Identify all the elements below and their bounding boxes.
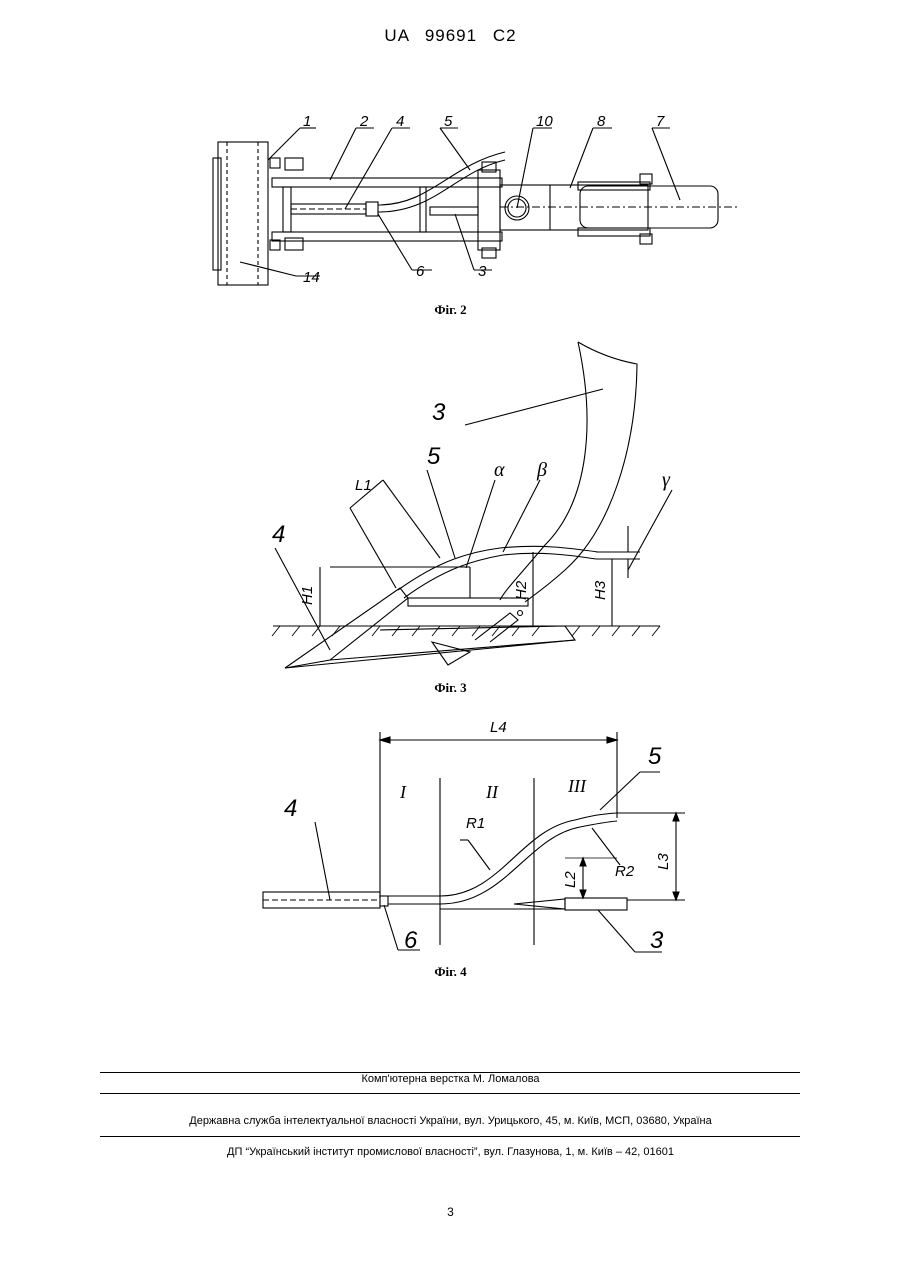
figure-2-caption: Фіг. 2 bbox=[0, 302, 901, 318]
fig2-label-10: 10 bbox=[536, 113, 553, 130]
footer-layout-credit: Комп'ютерна верстка М. Ломалова bbox=[0, 1073, 901, 1085]
fig2-label-2: 2 bbox=[359, 113, 369, 130]
fig4-label-R2: R2 bbox=[615, 863, 635, 880]
fig4-label-6: 6 bbox=[404, 927, 418, 954]
fig2-label-7: 7 bbox=[656, 113, 665, 130]
fig3-label-3: 3 bbox=[432, 399, 446, 426]
fig3-label-gamma: γ bbox=[662, 469, 671, 491]
fig3-label-H1: H1 bbox=[299, 586, 316, 605]
fig3-label-5: 5 bbox=[427, 443, 441, 470]
fig2-label-8: 8 bbox=[597, 113, 606, 130]
fig4-label-zone-III: III bbox=[567, 776, 587, 796]
footer-rule-middle bbox=[100, 1093, 800, 1094]
fig3-label-L1: L1 bbox=[355, 477, 372, 494]
fig4-label-3: 3 bbox=[650, 927, 664, 954]
fig2-label-1: 1 bbox=[303, 113, 311, 130]
figure-3-caption: Фіг. 3 bbox=[0, 680, 901, 696]
fig3-label-alpha: α bbox=[494, 459, 505, 481]
fig4-label-zone-I: I bbox=[399, 782, 407, 802]
footer-institute: ДП “Український інститут промислової вла… bbox=[0, 1146, 901, 1158]
fig2-label-5: 5 bbox=[444, 113, 453, 130]
fig2-label-14: 14 bbox=[303, 269, 320, 286]
fig4-label-zone-II: II bbox=[485, 782, 499, 802]
fig2-label-6: 6 bbox=[416, 263, 425, 280]
fig3-label-4: 4 bbox=[272, 521, 285, 548]
fig3-label-H2: H2 bbox=[513, 580, 530, 600]
fig4-label-L4: L4 bbox=[490, 719, 507, 736]
fig4-label-L3: L3 bbox=[655, 853, 672, 870]
fig3-label-H3: H3 bbox=[592, 580, 609, 600]
footer-rule-bottom bbox=[100, 1136, 800, 1137]
fig4-label-L2: L2 bbox=[562, 871, 579, 888]
figure-4-caption: Фіг. 4 bbox=[0, 964, 901, 980]
page-number: 3 bbox=[0, 1205, 901, 1219]
fig2-label-4: 4 bbox=[396, 113, 404, 130]
figure-4-drawing: L4 5 I II III R1 R2 L2 L3 4 6 3 bbox=[0, 700, 901, 980]
fig3-label-beta: β bbox=[536, 459, 547, 481]
fig4-label-R1: R1 bbox=[466, 815, 485, 832]
fig4-label-5: 5 bbox=[648, 743, 662, 770]
figure-2-drawing: 1 2 4 5 10 8 7 6 3 14 bbox=[0, 0, 901, 330]
footer-agency: Державна служба інтелектуальної власност… bbox=[0, 1115, 901, 1127]
fig2-label-3: 3 bbox=[478, 263, 487, 280]
fig4-label-4: 4 bbox=[284, 795, 297, 822]
figure-3-drawing: 3 5 L1 α β γ 4 H1 H2 H3 bbox=[0, 330, 901, 690]
